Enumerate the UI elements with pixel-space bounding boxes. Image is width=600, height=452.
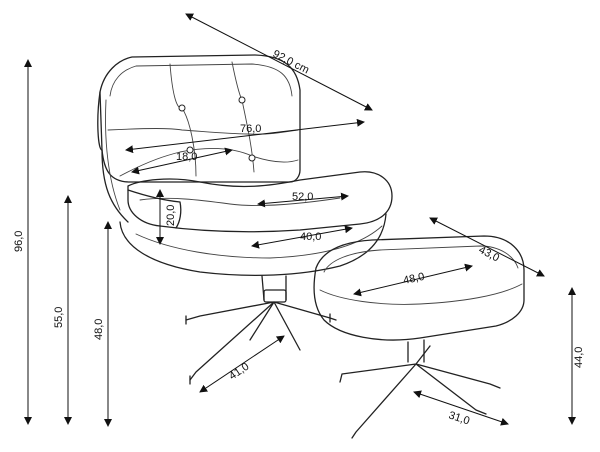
ottoman-drawing bbox=[313, 235, 525, 439]
dim-ottoman-top: 48,0 bbox=[353, 263, 473, 297]
dim-seat-height: 48,0 bbox=[93, 221, 112, 427]
label-ottoman-depth: 43,0 bbox=[477, 244, 502, 264]
label-ottoman-height: 44,0 bbox=[573, 347, 585, 368]
label-armrest-depth: 18,0 bbox=[176, 151, 197, 163]
dim-overall-width: 92,0 cm bbox=[185, 13, 373, 111]
armchair-drawing bbox=[97, 54, 393, 385]
label-ottoman-base: 31,0 bbox=[447, 409, 471, 427]
label-seat-front: 40,0 bbox=[300, 231, 321, 243]
dim-armrest-depth: 18,0 bbox=[131, 147, 233, 175]
label-base-radius: 41,0 bbox=[227, 361, 251, 383]
dim-ottoman-height: 44,0 bbox=[568, 287, 585, 425]
dim-seat-width: 76,0 bbox=[125, 118, 365, 154]
label-seat-depth: 52,0 bbox=[292, 191, 313, 203]
label-armrest-height: 20,0 bbox=[165, 205, 177, 226]
dim-ottoman-base: 31,0 bbox=[413, 390, 509, 427]
label-seat-height: 48,0 bbox=[93, 319, 105, 340]
dim-seat-depth: 52,0 bbox=[257, 191, 349, 208]
dim-overall-height: 96,0 bbox=[13, 59, 32, 425]
dim-base-radius: 41,0 bbox=[199, 335, 285, 393]
label-seat-width: 76,0 bbox=[240, 123, 261, 135]
dim-seat-front: 40,0 bbox=[251, 225, 353, 249]
dim-seat-height-top: 55,0 bbox=[53, 195, 72, 425]
label-ottoman-top: 48,0 bbox=[402, 271, 425, 287]
label-overall-width: 92,0 cm bbox=[271, 48, 311, 76]
label-seat-height-top: 55,0 bbox=[53, 307, 65, 328]
dim-armrest-height: 20,0 bbox=[156, 189, 177, 245]
label-overall-height: 96,0 bbox=[13, 231, 25, 252]
